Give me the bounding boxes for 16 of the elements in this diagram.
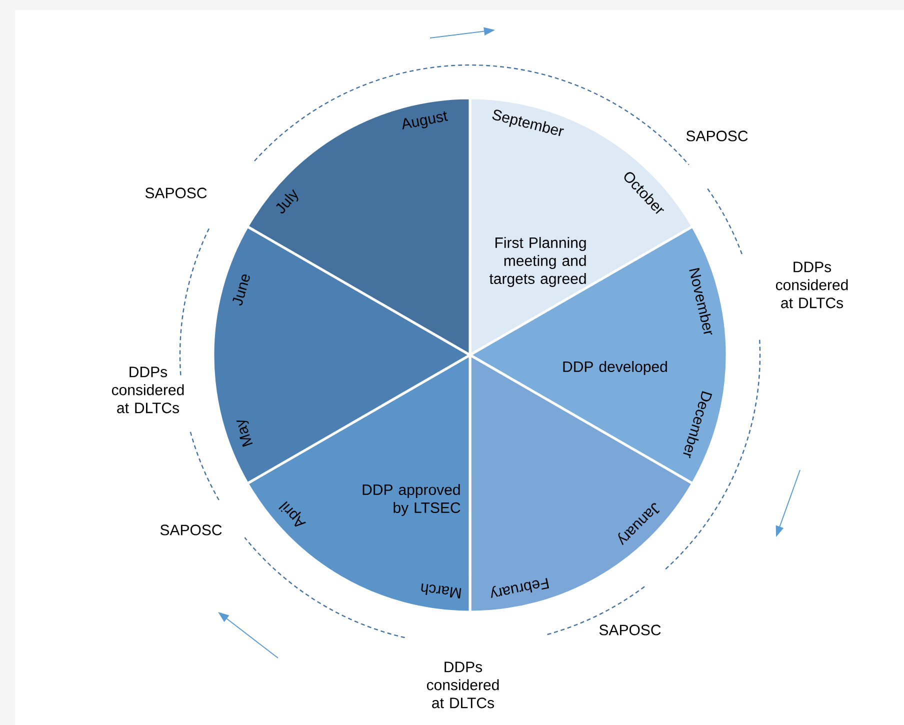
month-label: August <box>402 111 448 130</box>
month-label: November <box>689 268 712 335</box>
stage-label: SAPOSC <box>145 188 207 198</box>
month-label: February <box>491 578 550 598</box>
stage-label: DDPs considered at DLTCs <box>426 662 499 708</box>
activity-label: DDP developed <box>563 361 667 375</box>
month-label: June <box>232 274 250 306</box>
stage-label: DDPs considered at DLTCs <box>112 366 184 414</box>
activity-label: First Planning meeting and targets agreed <box>489 237 586 287</box>
month-label: May <box>236 420 253 447</box>
month-label: March <box>421 583 462 598</box>
stage-label: SAPOSC <box>686 130 748 142</box>
activity-label: DDP approved by LTSEC <box>362 484 460 516</box>
stage-label: DDPs considered at DLTCs <box>776 262 848 308</box>
month-label: July <box>276 189 298 214</box>
stage-label: SAPOSC <box>160 524 222 536</box>
